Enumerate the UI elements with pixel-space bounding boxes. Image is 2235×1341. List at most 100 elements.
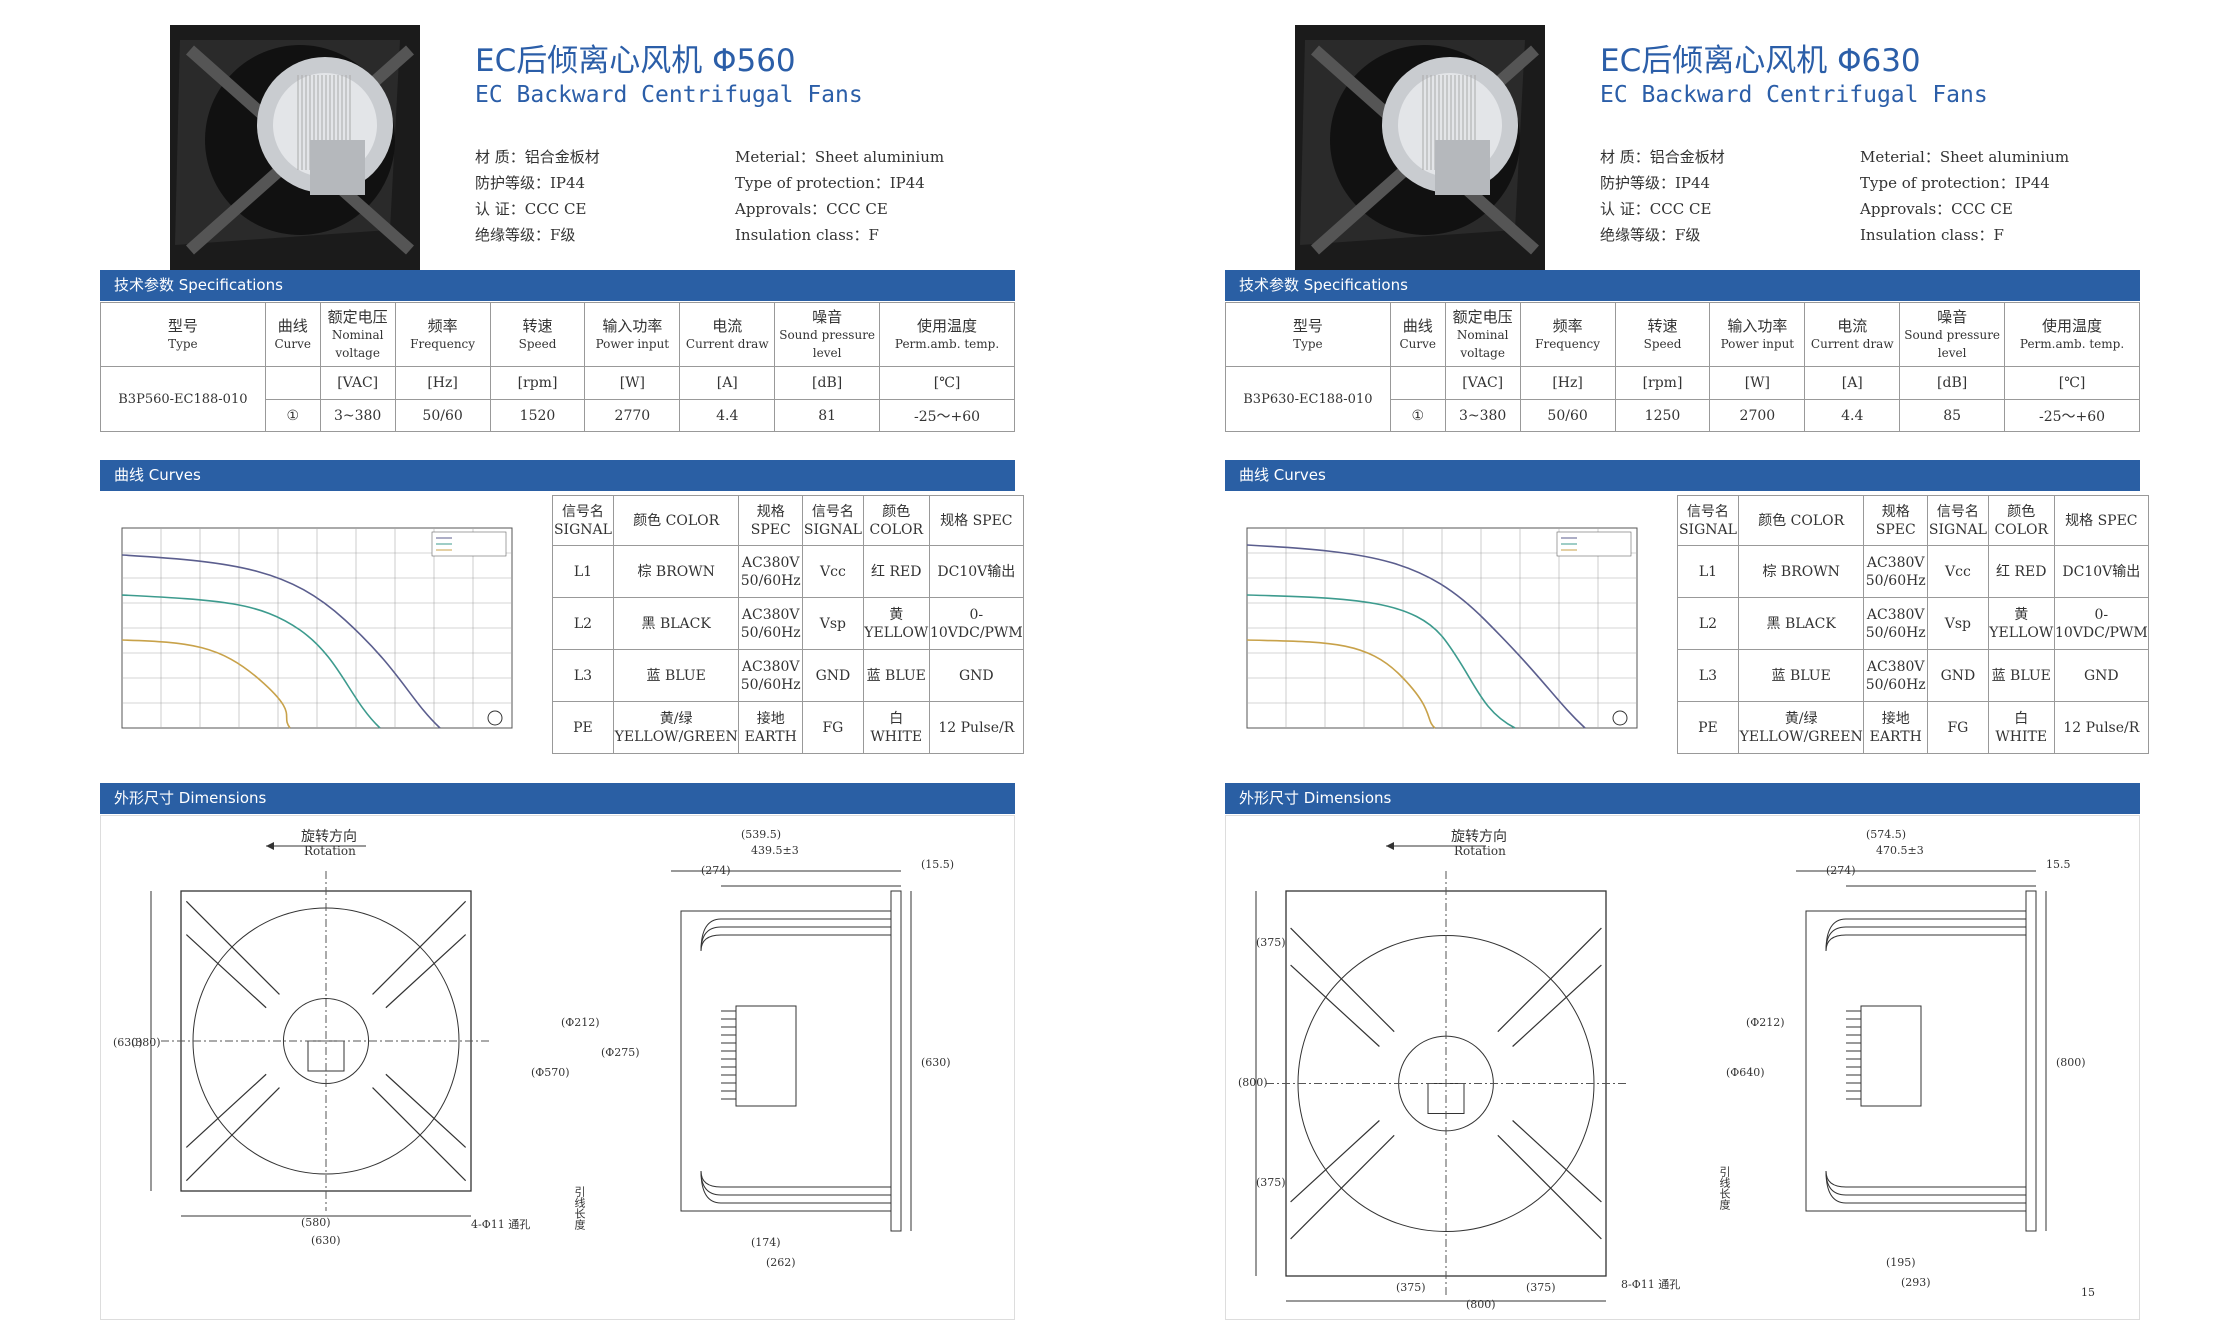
spec-unit-row: B3P560-EC188-010[VAC][Hz][rpm][W][A][dB]… bbox=[100, 366, 1015, 432]
rotation-arrow-head bbox=[266, 842, 274, 850]
attribute-en: Insulation class：F bbox=[735, 226, 879, 244]
spec-header-en: Speed bbox=[1643, 336, 1682, 351]
spec-value-cell: ① bbox=[1389, 399, 1446, 432]
spec-header-en: Current draw bbox=[685, 336, 769, 351]
dim-top-left: (274) bbox=[701, 864, 731, 877]
spec-header-cn: 频率 bbox=[1552, 316, 1583, 335]
spec-header-en: Curve bbox=[274, 336, 311, 351]
signal-cell: PE bbox=[552, 701, 614, 754]
front-view-arm bbox=[385, 1073, 467, 1148]
signal-cell: 白 WHITE bbox=[862, 701, 930, 754]
front-view-arm bbox=[1512, 964, 1602, 1047]
signal-cell: 蓝 BLUE bbox=[612, 649, 740, 702]
dim-top-mid: 439.5±3 bbox=[751, 844, 799, 857]
spec-value-cell: 4.4 bbox=[679, 399, 776, 432]
front-view-arm bbox=[185, 1073, 267, 1148]
attribute-cn: 认 证：CCC CE bbox=[475, 200, 587, 218]
front-view-arm bbox=[372, 900, 467, 995]
side-view-plate bbox=[890, 890, 902, 1232]
signal-header-cell: 信号名 SIGNAL bbox=[1677, 495, 1739, 546]
attribute-en: Type of protection：IP44 bbox=[1860, 174, 2050, 192]
side-view-bracket bbox=[700, 926, 891, 952]
signal-cell: L3 bbox=[1677, 649, 1739, 702]
dim-side-c: (375) bbox=[1256, 1176, 1286, 1189]
signal-header-cell: 规格 SPEC bbox=[928, 495, 1025, 546]
spec-header-cn: 频率 bbox=[427, 316, 458, 335]
dimensions-header: 外形尺寸 Dimensions bbox=[1225, 783, 2140, 814]
spec-header-en: Frequency bbox=[410, 336, 476, 351]
spec-header-en: Sound pressure level bbox=[779, 327, 876, 360]
attribute-en: Approvals：CCC CE bbox=[1860, 200, 2013, 218]
side-view-motor bbox=[735, 1005, 797, 1107]
spec-header-cn: 输入功率 bbox=[602, 316, 663, 335]
signal-cell: 12 Pulse/R bbox=[2053, 701, 2150, 754]
signal-header-cell: 颜色 COLOR bbox=[1737, 495, 1865, 546]
signal-cell: 0-10VDC/PWM bbox=[2053, 597, 2150, 650]
spec-header-cn: 转速 bbox=[522, 316, 553, 335]
spec-unit-blank bbox=[264, 366, 321, 400]
rotation-label-en: Rotation bbox=[304, 844, 356, 858]
signal-cell: 黄/绿 YELLOW/GREEN bbox=[612, 701, 740, 754]
front-view-arm bbox=[1497, 927, 1602, 1033]
signal-cell: DC10V输出 bbox=[2053, 545, 2150, 598]
spec-header-en: Nominal voltage bbox=[331, 327, 384, 360]
spec-header-en: Type bbox=[1293, 336, 1323, 351]
dim-bottom-a: (580) bbox=[301, 1216, 331, 1229]
signal-cell: 黄 YELLOW bbox=[862, 597, 930, 650]
signal-cell: DC10V输出 bbox=[928, 545, 1025, 598]
curve-chart-container bbox=[1225, 500, 1675, 755]
dim-bottom-c: (800) bbox=[1466, 1298, 1496, 1311]
dim-dia-c: (Φ275) bbox=[601, 1046, 640, 1059]
curve-marker-1 bbox=[487, 710, 503, 726]
signal-cell: 黑 BLACK bbox=[612, 597, 740, 650]
dim-top-mid: 470.5±3 bbox=[1876, 844, 1924, 857]
dimension-drawing bbox=[1255, 842, 2047, 1302]
product-title-cn: EC后倾离心风机 Φ560 bbox=[475, 43, 796, 79]
side-view-body bbox=[1805, 910, 2027, 1212]
dim-side-a: (800) bbox=[1238, 1076, 1268, 1089]
spec-header-en: Perm.amb. temp. bbox=[894, 336, 1000, 351]
signal-cell: 棕 BROWN bbox=[612, 545, 740, 598]
dim-side-b: (380) bbox=[131, 1036, 161, 1049]
signal-cell: 蓝 BLUE bbox=[1737, 649, 1865, 702]
product-title-cn: EC后倾离心风机 Φ630 bbox=[1600, 43, 1921, 79]
side-view-bracket bbox=[1825, 1170, 2026, 1188]
curves-header: 曲线 Curves bbox=[1225, 460, 2140, 491]
fan-bracket bbox=[1311, 165, 1409, 255]
specifications-header: 技术参数 Specifications bbox=[1225, 270, 2140, 301]
side-view-bracket bbox=[700, 934, 891, 952]
signal-cell: 黄/绿 YELLOW/GREEN bbox=[1737, 701, 1865, 754]
spec-value-cell: 2770 bbox=[584, 399, 681, 432]
dim-side-b: (375) bbox=[1256, 936, 1286, 949]
spec-header-en: Type bbox=[168, 336, 198, 351]
front-view-arm bbox=[1290, 927, 1395, 1033]
curves-header: 曲线 Curves bbox=[100, 460, 1015, 491]
spec-header-cn: 使用温度 bbox=[917, 316, 978, 335]
signal-header-cell: 颜色 COLOR bbox=[1987, 495, 2055, 546]
fan-photo-frame bbox=[1275, 20, 1605, 275]
spec-header-en: Power input bbox=[1720, 336, 1795, 351]
spec-header-cn: 电流 bbox=[712, 316, 743, 335]
attribute-cn: 绝缘等级：F级 bbox=[1600, 226, 1701, 244]
signal-cell: 接地 EARTH bbox=[738, 701, 803, 754]
curve-marker-1 bbox=[1612, 710, 1628, 726]
spec-unit-cell: [A] bbox=[1804, 366, 1901, 400]
